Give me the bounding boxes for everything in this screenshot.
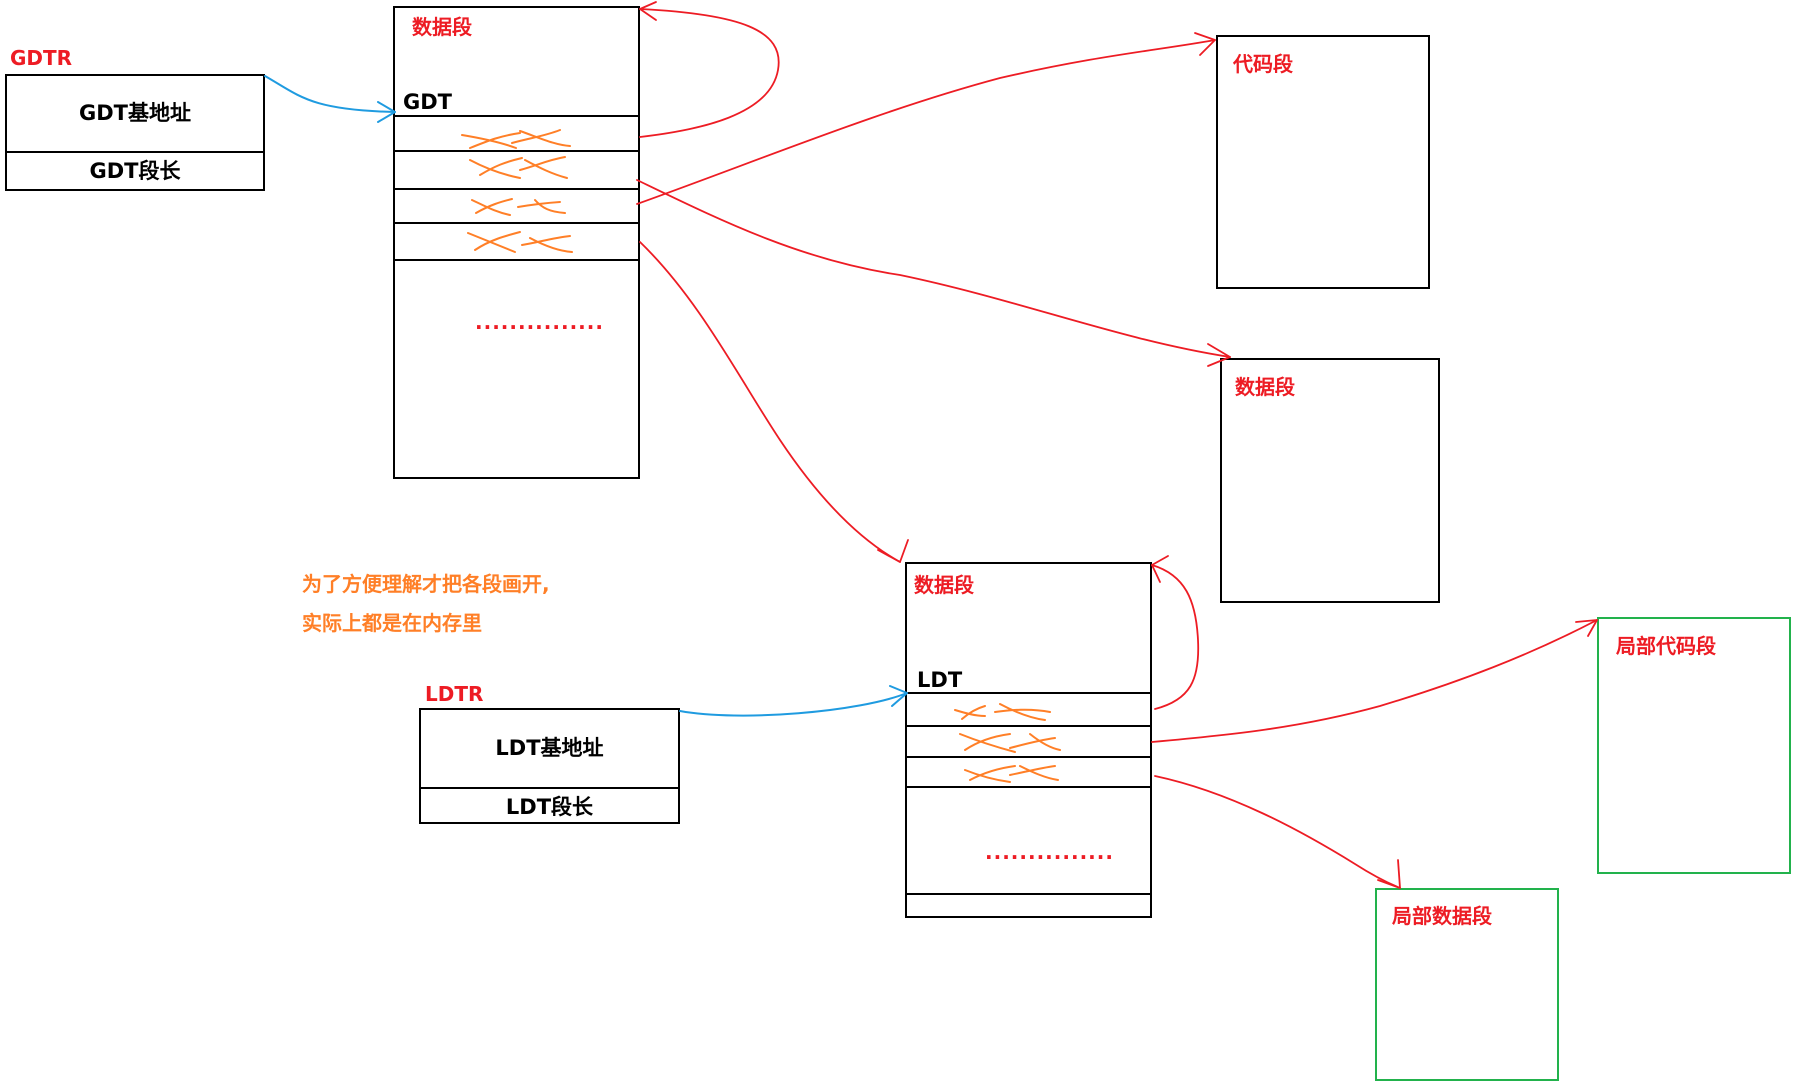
code-segment-label: 代码段 [1233, 52, 1293, 76]
local-data-segment-box [1375, 888, 1559, 1081]
ldt-row-line [905, 786, 1152, 788]
gdt-to-code-arrow [636, 39, 1216, 205]
gdt-entry-scribbles [461, 129, 573, 253]
local-code-segment-label: 局部代码段 [1616, 634, 1716, 658]
gdt-data-segment [393, 6, 640, 479]
ldt-ellipsis: ............... [985, 840, 1114, 864]
ldt-entry-scribbles [954, 703, 1061, 783]
ldt-self-loop-arrowhead [1151, 555, 1169, 583]
ldtr-limit-field: LDT段长 [505, 795, 594, 819]
code-segment-box [1216, 35, 1430, 289]
gdtr-divider [5, 151, 265, 153]
ldt-row-line [905, 725, 1152, 727]
ldt-data-segment [905, 562, 1152, 918]
note-line-1: 为了方便理解才把各段画开, [302, 572, 550, 596]
gdt-row-line [393, 115, 640, 117]
local-code-segment-box [1597, 617, 1791, 874]
gdtr-limit-field: GDT段长 [89, 159, 181, 183]
ldtr-register [419, 708, 680, 824]
local-data-segment-label: 局部数据段 [1392, 904, 1492, 928]
ldt-row-line [905, 893, 1152, 895]
gdt-row-line [393, 259, 640, 261]
ldt-row-line [905, 692, 1152, 694]
ldtr-title: LDTR [425, 682, 484, 706]
gdt-to-code-arrowhead [1194, 32, 1216, 56]
ldt-row-line [905, 756, 1152, 758]
data-segment-label: 数据段 [1235, 375, 1295, 399]
ldt-to-local-code-arrow [1151, 619, 1598, 743]
data-segment-box [1220, 358, 1440, 603]
ldtr-to-ldt-arrow [679, 692, 908, 717]
ldt-to-local-data-arrowhead [1377, 859, 1401, 889]
gdt-self-loop-arrowhead [639, 1, 657, 21]
ldtr-to-ldt-arrowhead [889, 685, 908, 707]
gdt-to-data-arrowhead [1207, 343, 1231, 367]
ldt-segment-label: 数据段 [914, 573, 974, 597]
gdt-to-data-arrow [636, 179, 1231, 358]
gdt-row-line [393, 188, 640, 190]
gdt-ellipsis: ............... [475, 310, 604, 334]
gdt-to-ldt-arrow [639, 241, 901, 563]
gdt-table-label: GDT [403, 90, 452, 114]
gdtr-title: GDTR [10, 46, 73, 70]
ldt-table-label: LDT [917, 668, 963, 692]
ldtr-divider [419, 787, 680, 789]
gdtr-base-field: GDT基地址 [79, 101, 191, 125]
gdtr-to-gdt-arrowhead [377, 101, 396, 123]
ldt-to-local-data-arrow [1154, 775, 1401, 889]
note-line-2: 实际上都是在内存里 [302, 611, 482, 635]
ldt-to-local-code-arrowhead [1575, 619, 1598, 637]
gdtr-to-gdt-arrow [264, 75, 396, 113]
gdt-to-ldt-arrowhead [877, 539, 909, 563]
ldt-self-loop-arrow [1151, 564, 1200, 710]
gdt-segment-label: 数据段 [412, 15, 472, 39]
ldtr-base-field: LDT基地址 [495, 736, 604, 760]
gdt-self-loop-arrow [639, 8, 780, 138]
gdt-row-line [393, 150, 640, 152]
gdtr-register [5, 74, 265, 191]
gdt-row-line [393, 222, 640, 224]
